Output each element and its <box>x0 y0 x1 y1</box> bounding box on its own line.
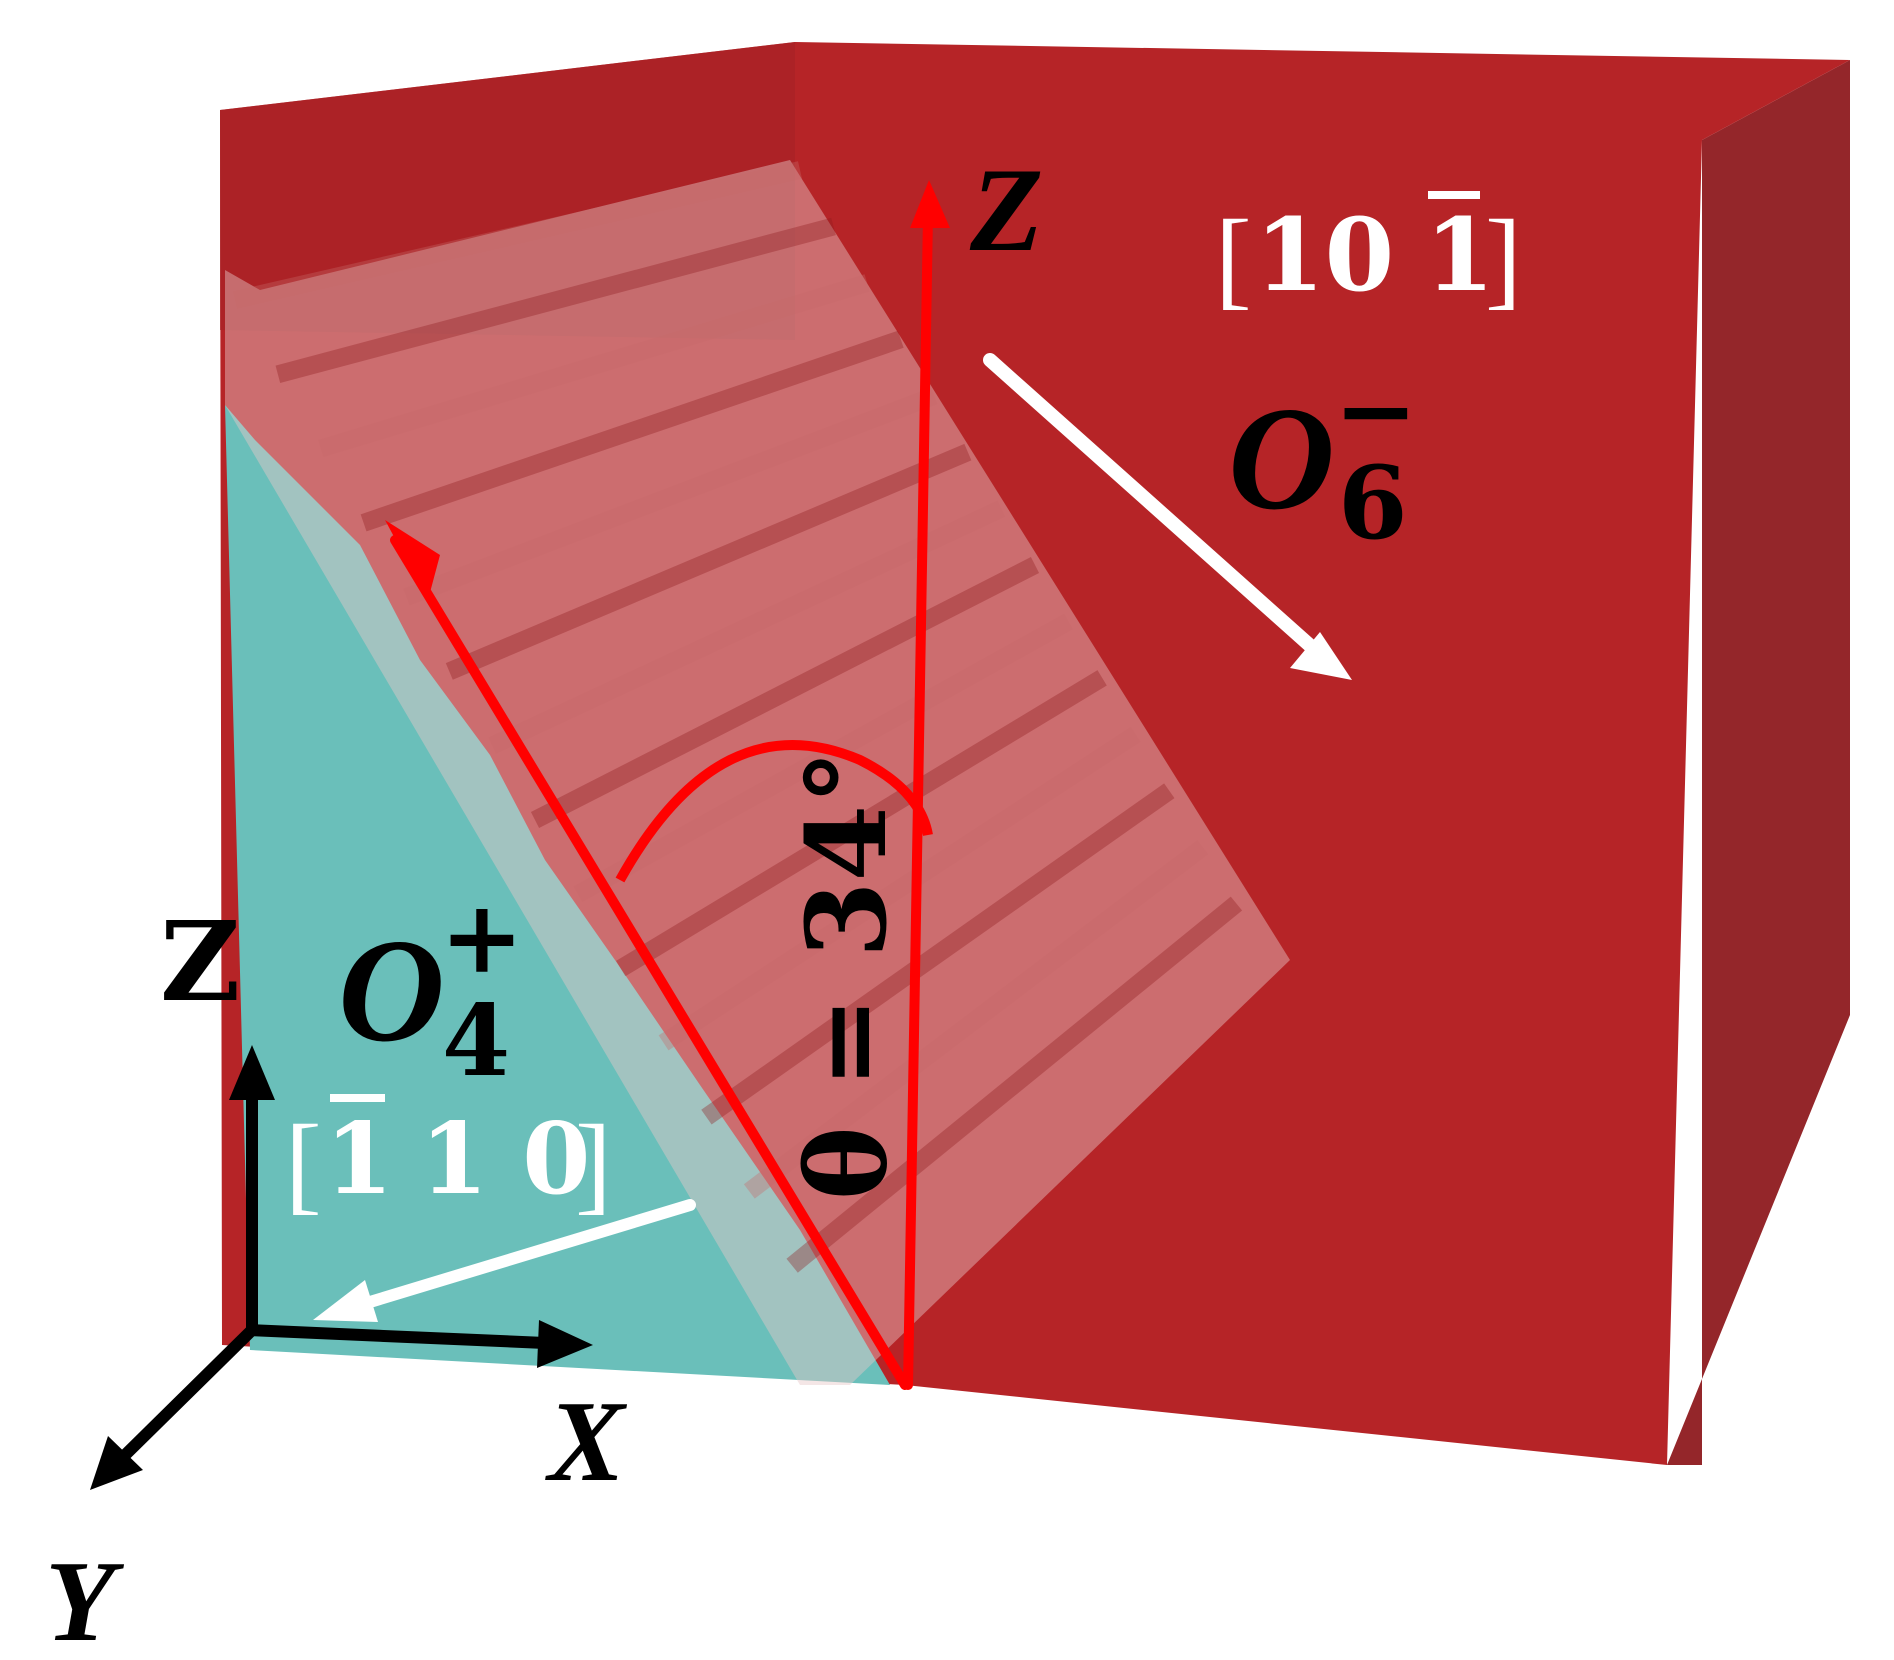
right-domain-label-base: O <box>1228 377 1335 541</box>
direction-arrow-left <box>354 1199 696 1311</box>
left-direction-label: [ 1 1 0 ] <box>285 1094 612 1224</box>
right-direction-open-bracket: [ <box>1215 197 1252 319</box>
left-direction-close-bracket: ] <box>575 1102 612 1224</box>
domain-wall-step <box>701 783 1175 1125</box>
domain-wall-step <box>445 443 972 680</box>
left-domain-label-subscript: 4 <box>442 984 510 1099</box>
domain-wall-steps <box>232 161 1243 1273</box>
z-axis-red-arrowhead <box>910 180 950 228</box>
axis-z-label: Z <box>160 897 240 1026</box>
axis-y-label: Y <box>45 1538 125 1660</box>
direction-arrow-left-head <box>313 1280 378 1322</box>
left-domain-label-base: O <box>338 909 445 1073</box>
right-direction-label: [ 10 1 ] <box>1215 191 1522 319</box>
domain-wall-step <box>232 161 803 309</box>
right-domain-label-subscript: 6 <box>1338 444 1408 562</box>
axis-x-line <box>247 1324 546 1349</box>
right-direction-bar-digit: 1 <box>1425 196 1495 314</box>
left-direction-rest-digits: 1 0 <box>420 1102 591 1217</box>
domain-wall-band <box>225 160 1290 1385</box>
angle-arc <box>615 740 933 883</box>
right-domain-label-superscript: − <box>1334 351 1418 469</box>
domain-wall-step <box>658 726 1141 1051</box>
right-domain-label: O 6 − <box>1228 351 1418 562</box>
red-z-axis-label: Z <box>969 143 1043 276</box>
domain-wall-step <box>488 500 1006 754</box>
domain-wall-step <box>616 670 1107 977</box>
left-direction-open-bracket: [ <box>285 1102 322 1224</box>
axis-z-arrowhead <box>229 1045 275 1100</box>
domain-wall-step <box>530 556 1040 829</box>
stepped-domain-wall <box>225 160 1290 1385</box>
domain-wall-step <box>786 896 1243 1273</box>
axis-x-label: X <box>545 1378 628 1505</box>
right-direction-close-bracket: ] <box>1485 197 1522 319</box>
left-direction-bar-digit: 1 <box>325 1102 393 1217</box>
box-side-face <box>1667 60 1850 1465</box>
left-domain-label: O 4 + <box>338 878 524 1099</box>
axis-x-arrowhead <box>537 1320 593 1368</box>
direction-arrow-right-head <box>1290 632 1352 680</box>
direction-arrow-right <box>983 353 1322 657</box>
wall-normal-arrowhead <box>385 520 440 600</box>
domain-wall-step <box>573 613 1073 903</box>
domain-wall-step <box>403 387 938 606</box>
axis-y-arrowhead <box>90 1436 143 1490</box>
domain-wall-step <box>275 217 836 383</box>
domain-wall-step <box>318 274 870 458</box>
angle-label: θ = 34° <box>782 750 911 1200</box>
domain-wall-step <box>743 839 1209 1199</box>
axis-y-line <box>113 1325 257 1467</box>
box-top-back-shade <box>220 42 795 340</box>
cyan-domain <box>225 405 890 1385</box>
left-domain-label-superscript: + <box>440 878 524 996</box>
domain-wall-step <box>360 330 904 532</box>
wall-normal-arrow <box>390 535 910 1390</box>
right-direction-first-digits: 10 <box>1255 196 1394 314</box>
